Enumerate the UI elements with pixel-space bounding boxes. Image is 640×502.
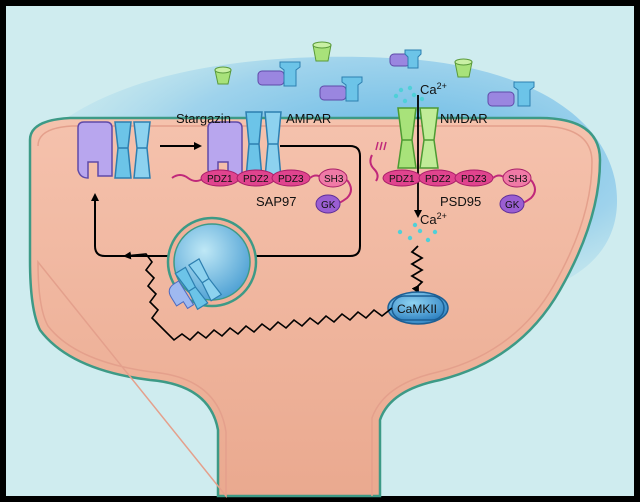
ampar-receptor-icon — [404, 49, 422, 69]
trafficking-cycle — [91, 142, 361, 260]
psd95-sh3-domain — [502, 168, 532, 188]
psd95-pdz3-label: PDZ3 — [461, 174, 487, 185]
ampar-receptor-icon — [513, 81, 535, 107]
psd95-label: PSD95 — [440, 194, 481, 209]
ca-top-label: Ca2+ — [420, 81, 447, 97]
calcium-ions-middle — [397, 222, 438, 243]
psd95-pdz1-label: PDZ1 — [389, 174, 415, 185]
ampar-receptor-icon — [341, 76, 363, 102]
psd95-sh3-label: SH3 — [508, 174, 528, 185]
nmdar-receptor — [397, 107, 439, 169]
ampar-label: AMPAR — [286, 111, 331, 126]
camkii-label: CaMKII — [397, 302, 437, 316]
sap97-gk-domain — [315, 194, 341, 214]
recycling-arrow — [91, 193, 175, 257]
sap97-sh3-domain — [318, 168, 348, 188]
sap97-pdz3-label: PDZ3 — [278, 174, 304, 185]
sap97-pdz1-label: PDZ1 — [207, 174, 233, 185]
sap97-label: SAP97 — [256, 194, 296, 209]
stargazin-receptor-icon — [257, 70, 285, 86]
green-receptor-icon — [454, 58, 473, 78]
sap97-scaffold — [171, 168, 352, 214]
camkii-signaling-arrow — [123, 251, 393, 342]
nmdar-label: NMDAR — [440, 111, 488, 126]
camkii-enzyme — [387, 291, 449, 325]
sap97-pdz2-label: PDZ2 — [243, 174, 269, 185]
calcium-ions-top — [393, 85, 425, 104]
endocytosis-arrow — [248, 145, 361, 260]
internalized-ampar-icon — [168, 257, 223, 311]
psd95-gk-label: GK — [505, 200, 520, 211]
ampar-receptor-icon — [279, 61, 301, 87]
ca-middle-label: Ca2+ — [420, 211, 447, 227]
sap97-gk-label: GK — [321, 200, 336, 211]
psd95-gk-domain — [499, 194, 525, 214]
stargazin-label: Stargazin — [176, 111, 231, 126]
stargazin-receptor-icon — [487, 91, 515, 107]
calcium-signaling-arrow — [410, 245, 424, 294]
ampar-stargazin-complex-left — [77, 121, 151, 179]
psd95-scaffold — [369, 141, 536, 214]
psd95-pdz2-label: PDZ2 — [425, 174, 451, 185]
green-receptor-icon — [312, 41, 332, 62]
dendritic-spine — [28, 116, 602, 499]
sap97-sh3-label: SH3 — [324, 174, 344, 185]
green-receptor-icon — [214, 66, 232, 85]
stargazin-receptor-icon — [319, 85, 347, 101]
extracellular-receptors — [214, 41, 535, 107]
